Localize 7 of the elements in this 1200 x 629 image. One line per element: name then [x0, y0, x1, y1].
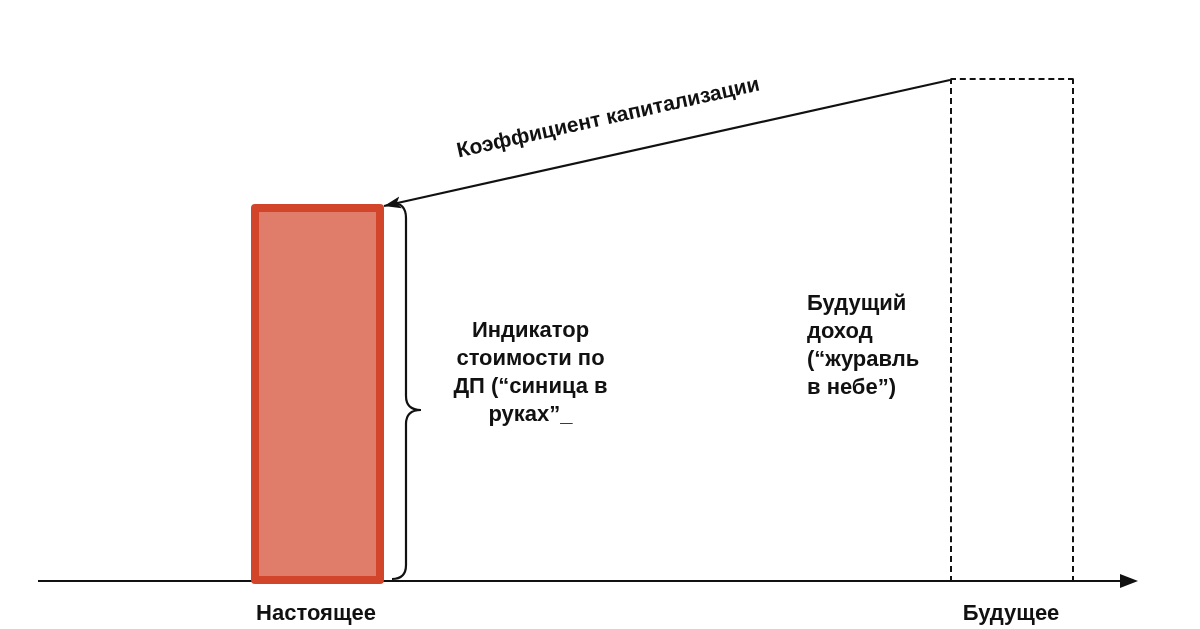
axis-label: Настоящее — [255, 599, 377, 627]
axis-label: Будущее — [961, 599, 1061, 627]
arrow — [383, 78, 951, 209]
future-income-bar — [950, 78, 1074, 582]
present-value-bar — [251, 204, 384, 584]
future-income-label: Будущий доход (“журавль в небе”) — [807, 289, 921, 401]
value-indicator-label: Индикатор стоимости по ДП (“синица в руках”_ — [452, 316, 609, 428]
